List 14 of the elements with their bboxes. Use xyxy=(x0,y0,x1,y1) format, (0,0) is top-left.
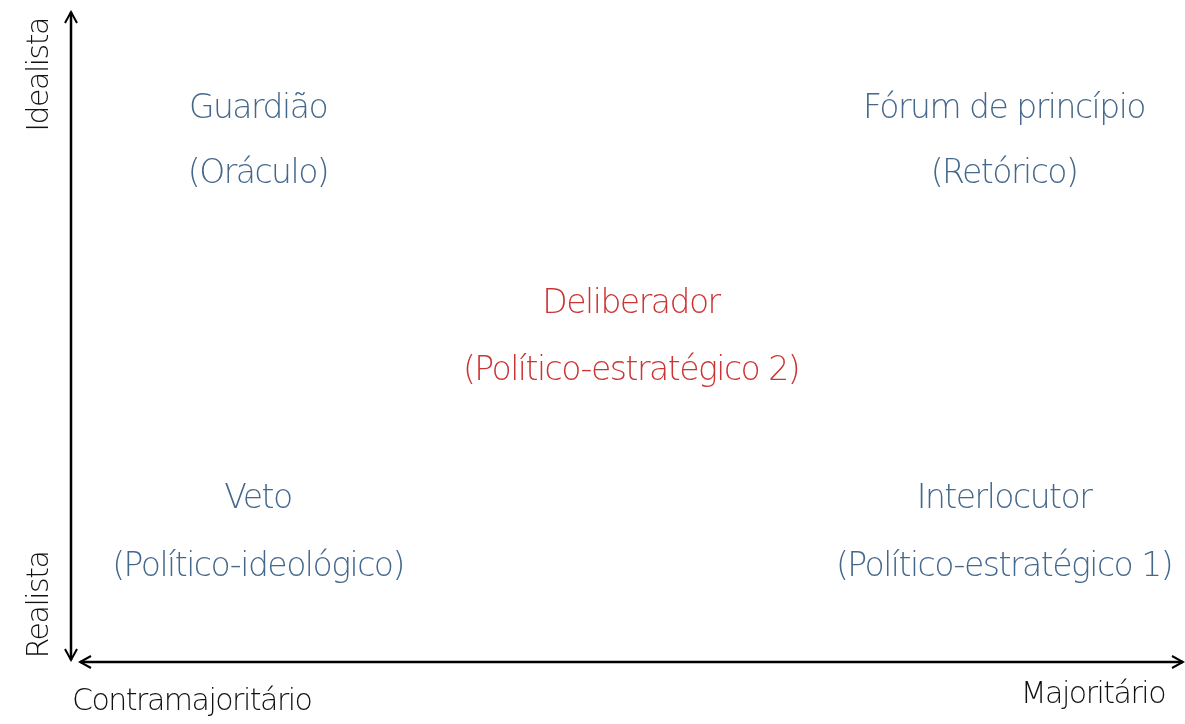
quadrant-subtitle: (Político-estratégico 2) xyxy=(462,349,800,389)
quadrant-subtitle: (Retórico) xyxy=(930,152,1078,192)
quadrant-title: Interlocutor xyxy=(916,477,1092,517)
axis-label: Realista xyxy=(19,551,56,659)
quadrant-title: Guardião xyxy=(188,87,328,127)
quadrant-subtitle: (Político-estratégico 1) xyxy=(835,545,1173,585)
quadrant-subtitle: (Oráculo) xyxy=(187,152,329,192)
quadrant-title: Veto xyxy=(224,477,292,517)
axis-label: Majoritário xyxy=(1020,674,1165,712)
quadrant-title: Deliberador xyxy=(542,282,720,322)
quadrant-subtitle: (Político-ideológico) xyxy=(112,545,404,585)
axis-label: Contramajoritário xyxy=(72,681,312,719)
axis-label: Idealista xyxy=(19,18,56,132)
quadrant-title: Fórum de princípio xyxy=(862,87,1146,127)
